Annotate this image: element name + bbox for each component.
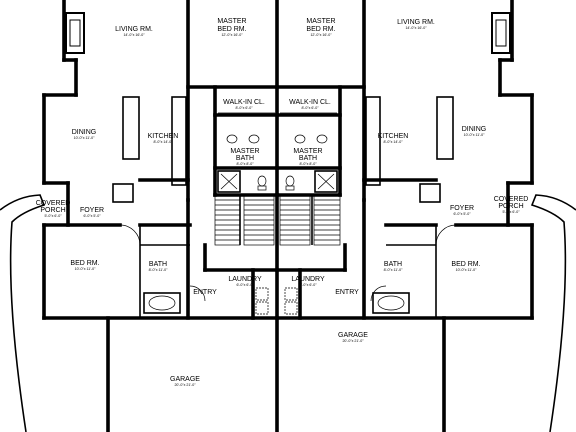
room-label: BATH: [384, 261, 402, 268]
room-dims: 6'-0"x 5'-0": [453, 212, 471, 216]
washer-dryer-icon: [255, 287, 269, 315]
kitchen-island-left: [122, 96, 140, 160]
room-label: MASTER: [306, 18, 335, 25]
room-dims: 14'-0"x 16'-0": [123, 33, 145, 37]
room-dims: 10'-0"x 11'-0": [456, 268, 478, 272]
sink-icon: [294, 134, 328, 144]
room-label: ENTRY: [193, 289, 217, 296]
room-dims: 6'-0"x 5'-0": [83, 214, 101, 218]
room-dims: 6'-0"x 6'-0": [236, 283, 254, 287]
fireplace-left: [65, 12, 85, 54]
room-label: WALK-IN CL.: [289, 99, 331, 106]
room-label: PORCH: [40, 207, 65, 214]
room-label: BED RM.: [70, 260, 99, 267]
walls: [42, 0, 534, 432]
closet-right: [419, 183, 441, 203]
closet-left: [112, 183, 134, 203]
room-labels: LIVING RM. 14'-0"x 16'-0" LIVING RM. 14'…: [36, 18, 529, 387]
room-dims: 8'-0"x 6'-0": [301, 106, 319, 110]
room-label: WALK-IN CL.: [223, 99, 265, 106]
stairs-left: [214, 194, 275, 246]
fireplace-right: [491, 12, 511, 54]
room-label: BED RM.: [451, 261, 480, 268]
room-dims: 8'-0"x 6'-0": [235, 106, 253, 110]
washer-dryer-icon: [284, 287, 298, 315]
toilet-icon: [257, 175, 267, 191]
room-dims: 8'-0"x 14'-0": [383, 140, 403, 144]
door-swing: [189, 285, 206, 302]
fixtures: [0, 12, 576, 432]
door-swing: [119, 224, 141, 246]
room-label: BATH: [149, 261, 167, 268]
stairs-right: [279, 194, 341, 246]
room-label: GARAGE: [338, 332, 368, 339]
shower-icon: [314, 170, 338, 193]
room-dims: 8'-0"x 8'-0": [299, 162, 317, 166]
room-label: FOYER: [450, 205, 474, 212]
kitchen-counter-right: [365, 96, 381, 186]
room-dims: 20'-0"x 21'-0": [174, 383, 196, 387]
room-label: DINING: [72, 129, 97, 136]
room-dims: 10'-0"x 11'-0": [75, 267, 97, 271]
room-label: ENTRY: [335, 289, 359, 296]
shower-icon: [217, 170, 241, 193]
room-dims: 8'-0"x 11'-0": [149, 268, 169, 272]
room-label: LIVING RM.: [115, 26, 153, 33]
room-label: BATH: [236, 155, 254, 162]
room-label: COVERED: [36, 200, 71, 207]
room-dims: 8'-0"x 11'-0": [384, 268, 404, 272]
room-label: MASTER: [217, 18, 246, 25]
bathtub-icon: [143, 292, 181, 314]
room-dims: 8'-0"x 14'-0": [153, 140, 173, 144]
sink-icon: [226, 134, 260, 144]
room-dims: 10'-0"x 11'-0": [464, 133, 486, 137]
driveway-curve-right: [530, 194, 576, 432]
room-label: PORCH: [498, 203, 523, 210]
kitchen-counter-left: [171, 96, 187, 186]
room-label: BED RM.: [217, 26, 246, 33]
room-label: GARAGE: [170, 376, 200, 383]
room-label: KITCHEN: [378, 133, 409, 140]
toilet-icon: [285, 175, 295, 191]
room-label: FOYER: [80, 207, 104, 214]
room-dims: 10'-0"x 11'-0": [74, 136, 96, 140]
room-label: BATH: [299, 155, 317, 162]
room-label: BED RM.: [306, 26, 335, 33]
room-dims: 14'-0"x 16'-0": [405, 26, 427, 30]
room-label: MASTER: [293, 148, 322, 155]
room-label: COVERED: [494, 196, 529, 203]
room-label: KITCHEN: [148, 133, 179, 140]
room-dims: 5'-0"x 6'-0": [502, 210, 520, 214]
door-swing: [370, 285, 387, 302]
room-label: DINING: [462, 126, 487, 133]
room-dims: 5'-0"x 6'-0": [44, 214, 62, 218]
kitchen-island-right: [436, 96, 454, 160]
room-dims: 8'-0"x 8'-0": [236, 162, 254, 166]
room-dims: 12'-0"x 16'-0": [310, 33, 332, 37]
room-dims: 20'-0"x 21'-0": [342, 339, 364, 343]
room-dims: 6'-0"x 6'-0": [299, 283, 317, 287]
room-label: LIVING RM.: [397, 19, 435, 26]
room-label: MASTER: [230, 148, 259, 155]
bathtub-icon: [372, 292, 410, 314]
driveway-curve-left: [0, 194, 46, 432]
room-label: LAUNDRY: [228, 276, 262, 283]
door-swing: [435, 224, 457, 246]
room-label: LAUNDRY: [291, 276, 325, 283]
room-dims: 12'-0"x 16'-0": [221, 33, 243, 37]
